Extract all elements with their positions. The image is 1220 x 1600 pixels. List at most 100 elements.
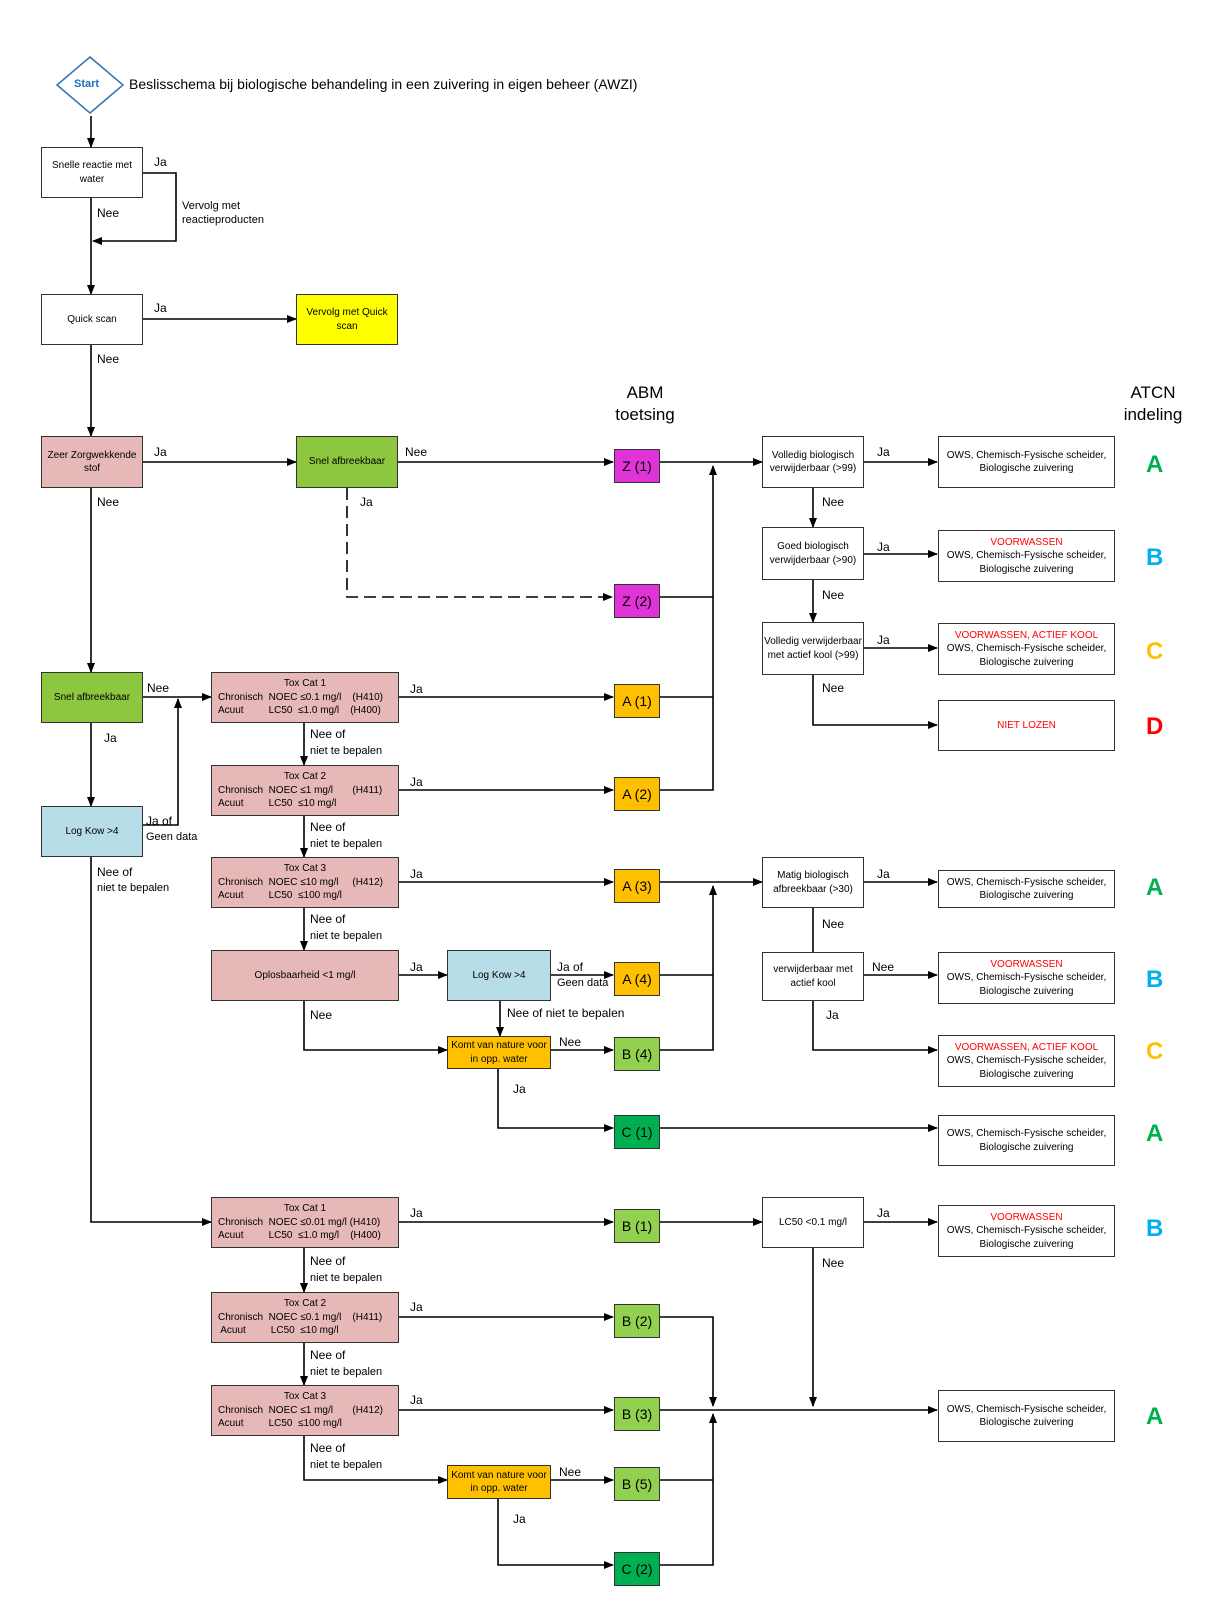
- tox-cat-1b-chronisch: Chronisch NOEC ≤0.01 mg/l (H410): [218, 1216, 381, 1228]
- start-label: Start: [74, 78, 100, 90]
- edge-label-nee-of: Nee of: [310, 1348, 346, 1362]
- tox-cat-2b-title: Tox Cat 2: [283, 1298, 327, 1310]
- abm-a2: A (2): [614, 777, 660, 811]
- edge-label-nee-of-niet: Nee of niet te bepalen: [507, 1006, 625, 1020]
- abm-c2: C (2): [614, 1552, 660, 1586]
- edge-label-ja: Ja: [360, 495, 373, 509]
- tox-cat-3b-title: Tox Cat 3: [283, 1391, 327, 1403]
- outcome-9: VOORWASSEN OWS, Chemisch-Fysische scheid…: [938, 1205, 1115, 1257]
- edge-label-niet-te-bepalen: niet te bepalen: [310, 1366, 383, 1378]
- tox-cat-3b-chronisch: Chronisch NOEC ≤1 mg/l (H412): [218, 1404, 383, 1416]
- edge-label-nee: Nee: [822, 588, 845, 602]
- edge-label-nee: Nee: [97, 206, 120, 220]
- edge-label-ja-of: Ja of: [557, 960, 584, 974]
- abm-a3: A (3): [614, 869, 660, 903]
- outcome-2-text: OWS, Chemisch-Fysische scheider, Biologi…: [946, 550, 1107, 575]
- outcome-7: VOORWASSEN, ACTIEF KOOL OWS, Chemisch-Fy…: [938, 1035, 1115, 1087]
- abm-z2: Z (2): [614, 584, 660, 618]
- outcome-8: OWS, Chemisch-Fysische scheider, Biologi…: [938, 1115, 1115, 1166]
- tox-cat-3a-title: Tox Cat 3: [283, 863, 327, 875]
- outcome-2-voorwassen: VOORWASSEN: [990, 536, 1063, 548]
- tox-cat-1a-chronisch: Chronisch NOEC ≤0.1 mg/l (H410): [218, 691, 383, 703]
- outcome-2: VOORWASSEN OWS, Chemisch-Fysische scheid…: [938, 530, 1115, 582]
- edge-label-nee: Nee: [559, 1035, 582, 1049]
- outcome-6-text: OWS, Chemisch-Fysische scheider, Biologi…: [946, 972, 1107, 997]
- tox-cat-1a-acuut: Acuut LC50 ≤1.0 mg/l (H400): [218, 705, 381, 717]
- tox-cat-3a-chronisch: Chronisch NOEC ≤10 mg/l (H412): [218, 876, 383, 888]
- lc50-box: LC50 <0.1 mg/l: [762, 1197, 864, 1248]
- outcome-6-voorwassen: VOORWASSEN: [990, 958, 1063, 970]
- outcome-10: OWS, Chemisch-Fysische scheider, Biologi…: [938, 1390, 1115, 1442]
- edge-label-nee: Nee: [405, 445, 428, 459]
- edge-label-nee-of: Nee of: [97, 865, 133, 879]
- edge-label-ja: Ja: [513, 1082, 526, 1096]
- edge-label-ja: Ja: [154, 155, 167, 169]
- outcome-7-text: OWS, Chemisch-Fysische scheider, Biologi…: [946, 1055, 1107, 1080]
- edge-label-ja-of: Ja of: [146, 814, 173, 828]
- edge-label-ja: Ja: [410, 1300, 423, 1314]
- grade-3: C: [1146, 638, 1164, 665]
- edge-label-ja: Ja: [410, 1393, 423, 1407]
- edge-label-nee: Nee: [822, 681, 845, 695]
- edge-label-nee: Nee: [872, 960, 895, 974]
- outcome-3: VOORWASSEN, ACTIEF KOOL OWS, Chemisch-Fy…: [938, 623, 1115, 675]
- atcn-header: ATCN indeling: [1123, 383, 1183, 425]
- edge-label-nee-of: Nee of: [310, 1254, 346, 1268]
- start-diamond: [55, 56, 125, 114]
- edge-label-ja: Ja: [877, 633, 890, 647]
- snelle-reactie-box: Snelle reactie met water: [41, 147, 143, 198]
- outcome-5: OWS, Chemisch-Fysische scheider, Biologi…: [938, 870, 1115, 908]
- edge-label-nee-of: Nee of: [310, 820, 346, 834]
- outcome-1: OWS, Chemisch-Fysische scheider, Biologi…: [938, 436, 1115, 488]
- zzs-box: Zeer Zorgwekkende stof: [41, 436, 143, 488]
- edge-label-ja: Ja: [877, 1206, 890, 1220]
- outcome-9-text: OWS, Chemisch-Fysische scheider, Biologi…: [946, 1225, 1107, 1250]
- edge-label-niet-te-bepalen: niet te bepalen: [97, 882, 170, 894]
- vervolg-reactie-label: Vervolg met reactieproducten: [182, 200, 264, 227]
- outcome-9-voorwassen: VOORWASSEN: [990, 1211, 1063, 1223]
- edge-label-ja: Ja: [513, 1512, 526, 1526]
- abm-b5: B (5): [614, 1467, 660, 1501]
- grade-7: C: [1146, 1038, 1164, 1065]
- grade-9: B: [1146, 1215, 1164, 1242]
- edge-label-ja: Ja: [154, 301, 167, 315]
- outcome-3-voorwassen-ak: VOORWASSEN, ACTIEF KOOL: [954, 629, 1099, 641]
- tox-cat-2b-acuut: Acuut LC50 ≤10 mg/l: [218, 1325, 339, 1337]
- snel-afbreekbaar-1-box: Snel afbreekbaar: [296, 436, 398, 488]
- tox-cat-2a-acuut: Acuut LC50 ≤10 mg/l: [218, 798, 337, 810]
- tox-cat-2a-title: Tox Cat 2: [283, 771, 327, 783]
- edge-label-ja: Ja: [877, 445, 890, 459]
- abm-a4: A (4): [614, 962, 660, 996]
- tox-cat-1b-acuut: Acuut LC50 ≤1.0 mg/l (H400): [218, 1230, 381, 1242]
- edge-label-nee: Nee: [822, 1256, 845, 1270]
- edge-label-nee: Nee: [97, 495, 120, 509]
- abm-b4: B (4): [614, 1037, 660, 1071]
- edge-label-nee: Nee: [97, 352, 120, 366]
- grade-8: A: [1146, 1120, 1164, 1147]
- abm-b3: B (3): [614, 1397, 660, 1431]
- quick-scan-box: Quick scan: [41, 294, 143, 345]
- goed-bio-box: Goed biologisch verwijderbaar (>90): [762, 527, 864, 580]
- tox-cat-3b-acuut: Acuut LC50 ≤100 mg/l: [218, 1418, 342, 1430]
- edge-label-ja: Ja: [826, 1008, 839, 1022]
- edge-label-niet-te-bepalen: niet te bepalen: [310, 1272, 383, 1284]
- matig-bio-box: Matig biologisch afbreekbaar (>30): [762, 857, 864, 908]
- tox-cat-2b-chronisch: Chronisch NOEC ≤0.1 mg/l (H411): [218, 1311, 383, 1323]
- grade-10: A: [1146, 1403, 1164, 1430]
- grade-4: D: [1146, 713, 1164, 740]
- edge-label-nee: Nee: [310, 1008, 333, 1022]
- edge-label-nee: Nee: [822, 917, 845, 931]
- edge-label-nee: Nee: [822, 495, 845, 509]
- edge-label-nee: Nee: [147, 681, 170, 695]
- volledig-ak-box: Volledig verwijderbaar met actief kool (…: [762, 622, 864, 675]
- snel-afbreekbaar-2-box: Snel afbreekbaar: [41, 672, 143, 723]
- tox-cat-1a-title: Tox Cat 1: [283, 678, 327, 690]
- edge-label-ja: Ja: [410, 960, 423, 974]
- edge-label-nee-of: Nee of: [310, 1441, 346, 1455]
- verwijderbaar-ak-box: verwijderbaar met actief kool: [762, 952, 864, 1001]
- abm-c1: C (1): [614, 1115, 660, 1149]
